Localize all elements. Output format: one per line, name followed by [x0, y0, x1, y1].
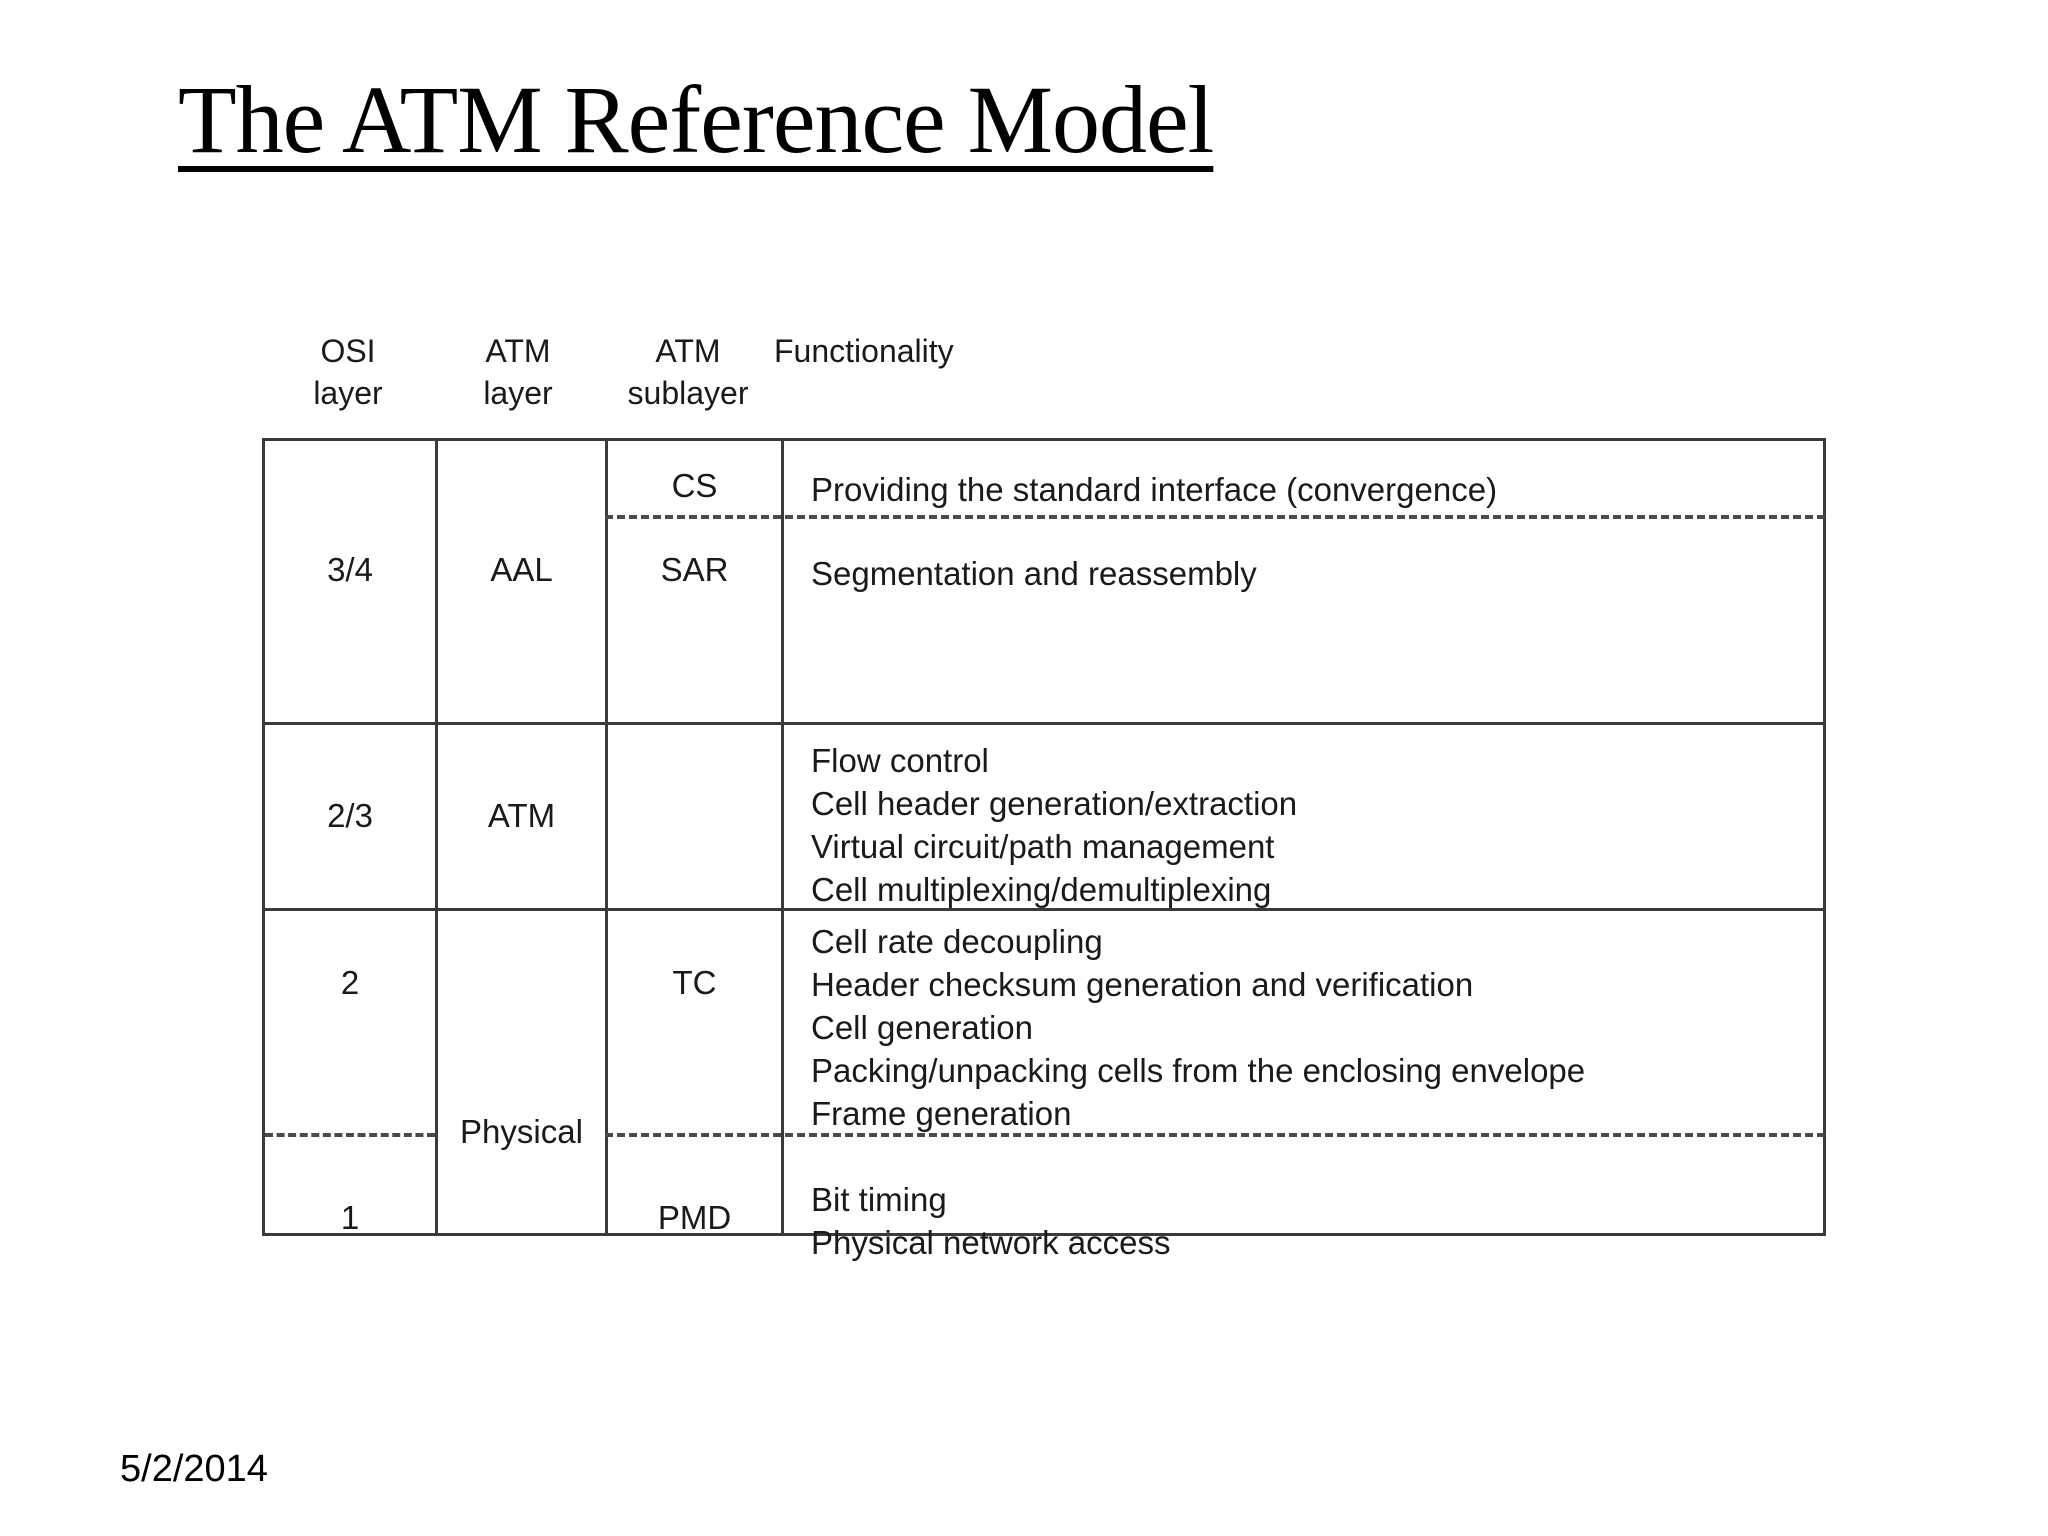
cell-osi-layer-aal: 3/4 [327, 551, 373, 588]
column-header-atm-layer: ATM layer [483, 333, 553, 412]
cell-osi-layer-tc: 2 [340, 964, 360, 1001]
cell-functionality-sar: Segmentation and reassembly [811, 555, 1257, 592]
column-header-osi-layer: OSI layer [313, 333, 383, 412]
column-header-functionality: Functionality [774, 333, 954, 369]
column-divider-3 [781, 441, 784, 1233]
cell-functionality-pmd: Bit timing Physical network access [811, 1181, 1171, 1261]
cell-functionality-tc: Cell rate decoupling Header checksum gen… [811, 923, 1586, 1132]
cell-functionality-cs: Providing the standard interface (conver… [811, 471, 1498, 508]
cell-osi-layer-atm: 2/3 [327, 797, 373, 834]
column-divider-1 [435, 441, 438, 1233]
cell-atm-layer-physical: Physical [438, 1113, 605, 1150]
table-column-headers: OSI layer ATM layer ATM sublayer Functio… [262, 330, 1828, 438]
cell-atm-layer-atm: ATM [487, 797, 556, 834]
atm-reference-model-figure: OSI layer ATM layer ATM sublayer Functio… [262, 330, 1828, 1261]
column-divider-2 [605, 441, 608, 1233]
slide-date: 5/2/2014 [120, 1448, 268, 1490]
cell-atm-layer-aal: AAL [490, 551, 553, 588]
cell-functionality-atm: Flow control Cell header generation/extr… [811, 742, 1298, 908]
cell-sublayer-tc: TC [672, 964, 717, 1001]
sublayer-divider-tc-pmd-right [605, 1133, 1825, 1137]
cell-osi-layer-pmd: 1 [340, 1199, 360, 1236]
row-divider-atm-physical [265, 908, 1823, 911]
sublayer-divider-tc-pmd-left [265, 1133, 435, 1137]
cell-sublayer-cs: CS [671, 467, 718, 504]
sublayer-divider-cs-sar [605, 515, 1825, 519]
reference-model-table: 3/4 AAL CS SAR Providing the standard in… [262, 438, 1826, 1261]
page-title: The ATM Reference Model [178, 66, 1214, 173]
column-header-atm-sublayer: ATM sublayer [627, 333, 749, 412]
cell-sublayer-pmd: PMD [657, 1199, 732, 1236]
row-divider-aal-atm [265, 722, 1823, 725]
cell-sublayer-sar: SAR [660, 551, 729, 588]
